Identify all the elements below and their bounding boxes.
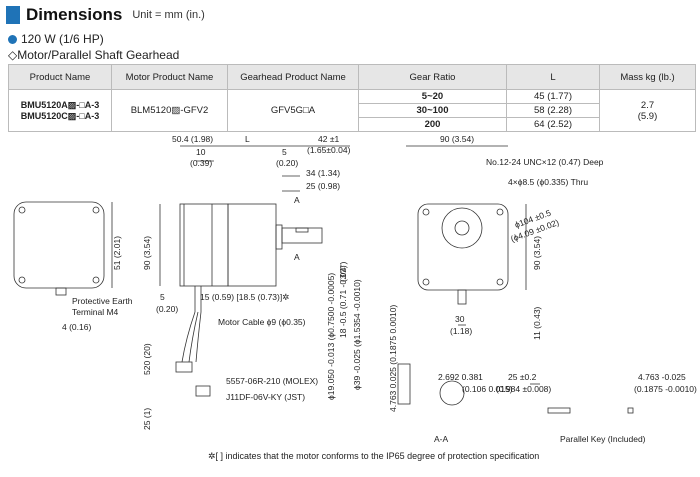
- dim-90-side: 90 (3.54): [142, 236, 152, 270]
- mass-cell: 2.7 (5.9): [599, 89, 696, 132]
- table-row: BMU5120A▨-□A-3 BMU5120C▨-□A-3 BLM5120▨-G…: [8, 89, 696, 132]
- dim-3-4-inch: (3/4"): [338, 261, 348, 282]
- section-a-top: A: [294, 195, 300, 205]
- dim-shaft-dia: ϕ19.050 -0.013 (ϕ0.7500 -0.0005): [326, 273, 336, 400]
- col-gear-ratio: Gear Ratio: [358, 64, 507, 90]
- motor-end-view: [13, 201, 105, 289]
- page-title: Dimensions: [26, 5, 123, 24]
- product-name-2: BMU5120C▨-□A-3: [20, 110, 100, 121]
- mass-kg: 2.7: [640, 99, 655, 111]
- dim-10: 10: [196, 147, 206, 157]
- motor-cable-label: Motor Cable ϕ9 (ϕ0.35): [218, 317, 306, 327]
- product-names-cell: BMU5120A▨-□A-3 BMU5120C▨-□A-3: [8, 89, 112, 132]
- col-motor: Motor Product Name: [111, 64, 228, 90]
- col-l: L: [506, 64, 600, 90]
- mount-hole-icon: [18, 206, 26, 214]
- dim-90-front-v: 90 (3.54): [532, 236, 542, 270]
- terminal-label: Terminal M4: [72, 307, 119, 317]
- section-label: ◇Motor/Parallel Shaft Gearhead: [8, 48, 180, 62]
- dim-1-65: (1.65±0.04): [307, 145, 351, 155]
- dim-18: 18 -0.5 (0.71 -0.02): [338, 265, 348, 338]
- parallel-key-end: [627, 407, 634, 414]
- dim-5-b: 5: [160, 292, 165, 302]
- dim-0-984: (0.984 ±0.008): [496, 384, 551, 394]
- section-header: Dimensions Unit = mm (in.): [6, 4, 205, 26]
- power-rating: 120 W (1/6 HP): [8, 32, 104, 46]
- mount-hole-icon: [422, 208, 430, 216]
- motor-cable: [181, 311, 202, 363]
- gearhead-pilot-circle: [441, 207, 483, 249]
- thru-hole-label: 4×ϕ8.5 (ϕ0.335) Thru: [508, 177, 588, 187]
- table-row: 30~100 58 (2.28): [9, 103, 696, 118]
- mount-hole-icon: [496, 208, 504, 216]
- connector-jst-icon: [195, 385, 211, 397]
- dim-34: 34 (1.34): [306, 168, 340, 178]
- gearhead-body-side: [227, 203, 277, 287]
- dim-25: 25 (0.98): [306, 181, 340, 191]
- dim-1-18: (1.18): [450, 326, 472, 336]
- section-a-a-label: A-A: [434, 434, 449, 444]
- dim-25-key: 25 ±0.2: [508, 372, 537, 382]
- power-rating-label: 120 W (1/6 HP): [21, 32, 104, 46]
- mount-hole-icon: [18, 276, 26, 284]
- jst-label: J11DF-06V-KY (JST): [226, 392, 305, 402]
- dim-4-763-a: 4.763 0.025 (0.1875 0.0010): [388, 305, 398, 412]
- bullet-icon: [8, 34, 17, 44]
- col-mass: Mass kg (lb.): [599, 64, 696, 90]
- product-name-1: BMU5120A▨-□A-3: [20, 99, 100, 110]
- mount-hole-icon: [496, 278, 504, 286]
- molex-label: 5557-06R-210 (MOLEX): [226, 376, 318, 386]
- dim-l: L: [245, 134, 250, 144]
- spec-table: Product Name Motor Product Name Gearhead…: [8, 64, 696, 132]
- shaft-section-a-a: [439, 380, 465, 406]
- dim-15: 15 (0.59) [18.5 (0.73)]✲: [200, 292, 289, 302]
- dim-39: ϕ39 -0.025 (ϕ1.5354 -0.0010): [352, 279, 362, 390]
- shaft-key: [295, 227, 309, 233]
- mass-lb: (5.9): [637, 110, 658, 122]
- header-marker-icon: [6, 6, 20, 24]
- dim-50-4: 50.4 (1.98): [172, 134, 213, 144]
- unit-label: Unit = mm (in.): [132, 9, 205, 21]
- output-shaft-end: [454, 220, 470, 236]
- dim-0-39: (0.39): [190, 158, 212, 168]
- section-a-bottom: A: [294, 252, 300, 262]
- dim-0-20: (0.20): [276, 158, 298, 168]
- dim-4: 4 (0.16): [62, 322, 91, 332]
- connector-molex-icon: [175, 361, 193, 373]
- mount-hole-icon: [92, 206, 100, 214]
- dim-30: 30: [455, 314, 465, 324]
- dim-42: 42 ±1: [318, 134, 339, 144]
- dim-25-b: 25 (1): [142, 408, 152, 430]
- dim-11: 11 (0.43): [532, 306, 542, 340]
- dim-2-692: 2.692 0.381: [438, 372, 483, 382]
- mount-hole-icon: [422, 278, 430, 286]
- dim-0-20-b: (0.20): [156, 304, 178, 314]
- dim-5: 5: [282, 147, 287, 157]
- footnote: ✲[ ] indicates that the motor conforms t…: [208, 451, 540, 461]
- parallel-key-label: Parallel Key (Included): [560, 434, 646, 444]
- dim-4-763-b: 4.763 -0.025: [638, 372, 686, 382]
- table-row: 200 64 (2.52): [9, 117, 696, 132]
- motor-body-side: [179, 203, 229, 287]
- tap-hole-label: No.12-24 UNC×12 (0.47) Deep: [486, 157, 604, 167]
- length-3: 64 (2.52): [506, 117, 600, 132]
- dim-0-106: (0.106 0.015): [462, 384, 513, 394]
- dim-520: 520 (20): [142, 343, 152, 375]
- col-gearhead: Gearhead Product Name: [227, 64, 359, 90]
- output-shaft: [281, 227, 323, 244]
- dim-90-front: 90 (3.54): [440, 134, 474, 144]
- gearhead-front-view: [417, 203, 509, 291]
- earth-terminal-icon: [55, 287, 67, 296]
- parallel-key-side: [547, 407, 571, 414]
- protective-earth-label: Protective Earth: [72, 296, 133, 306]
- gearhead-product-cell: GFV5G□A: [227, 89, 359, 132]
- dim-51: 51 (2.01): [112, 236, 122, 270]
- dim-0-1875: (0.1875 -0.0010): [634, 384, 697, 394]
- mount-hole-icon: [92, 276, 100, 284]
